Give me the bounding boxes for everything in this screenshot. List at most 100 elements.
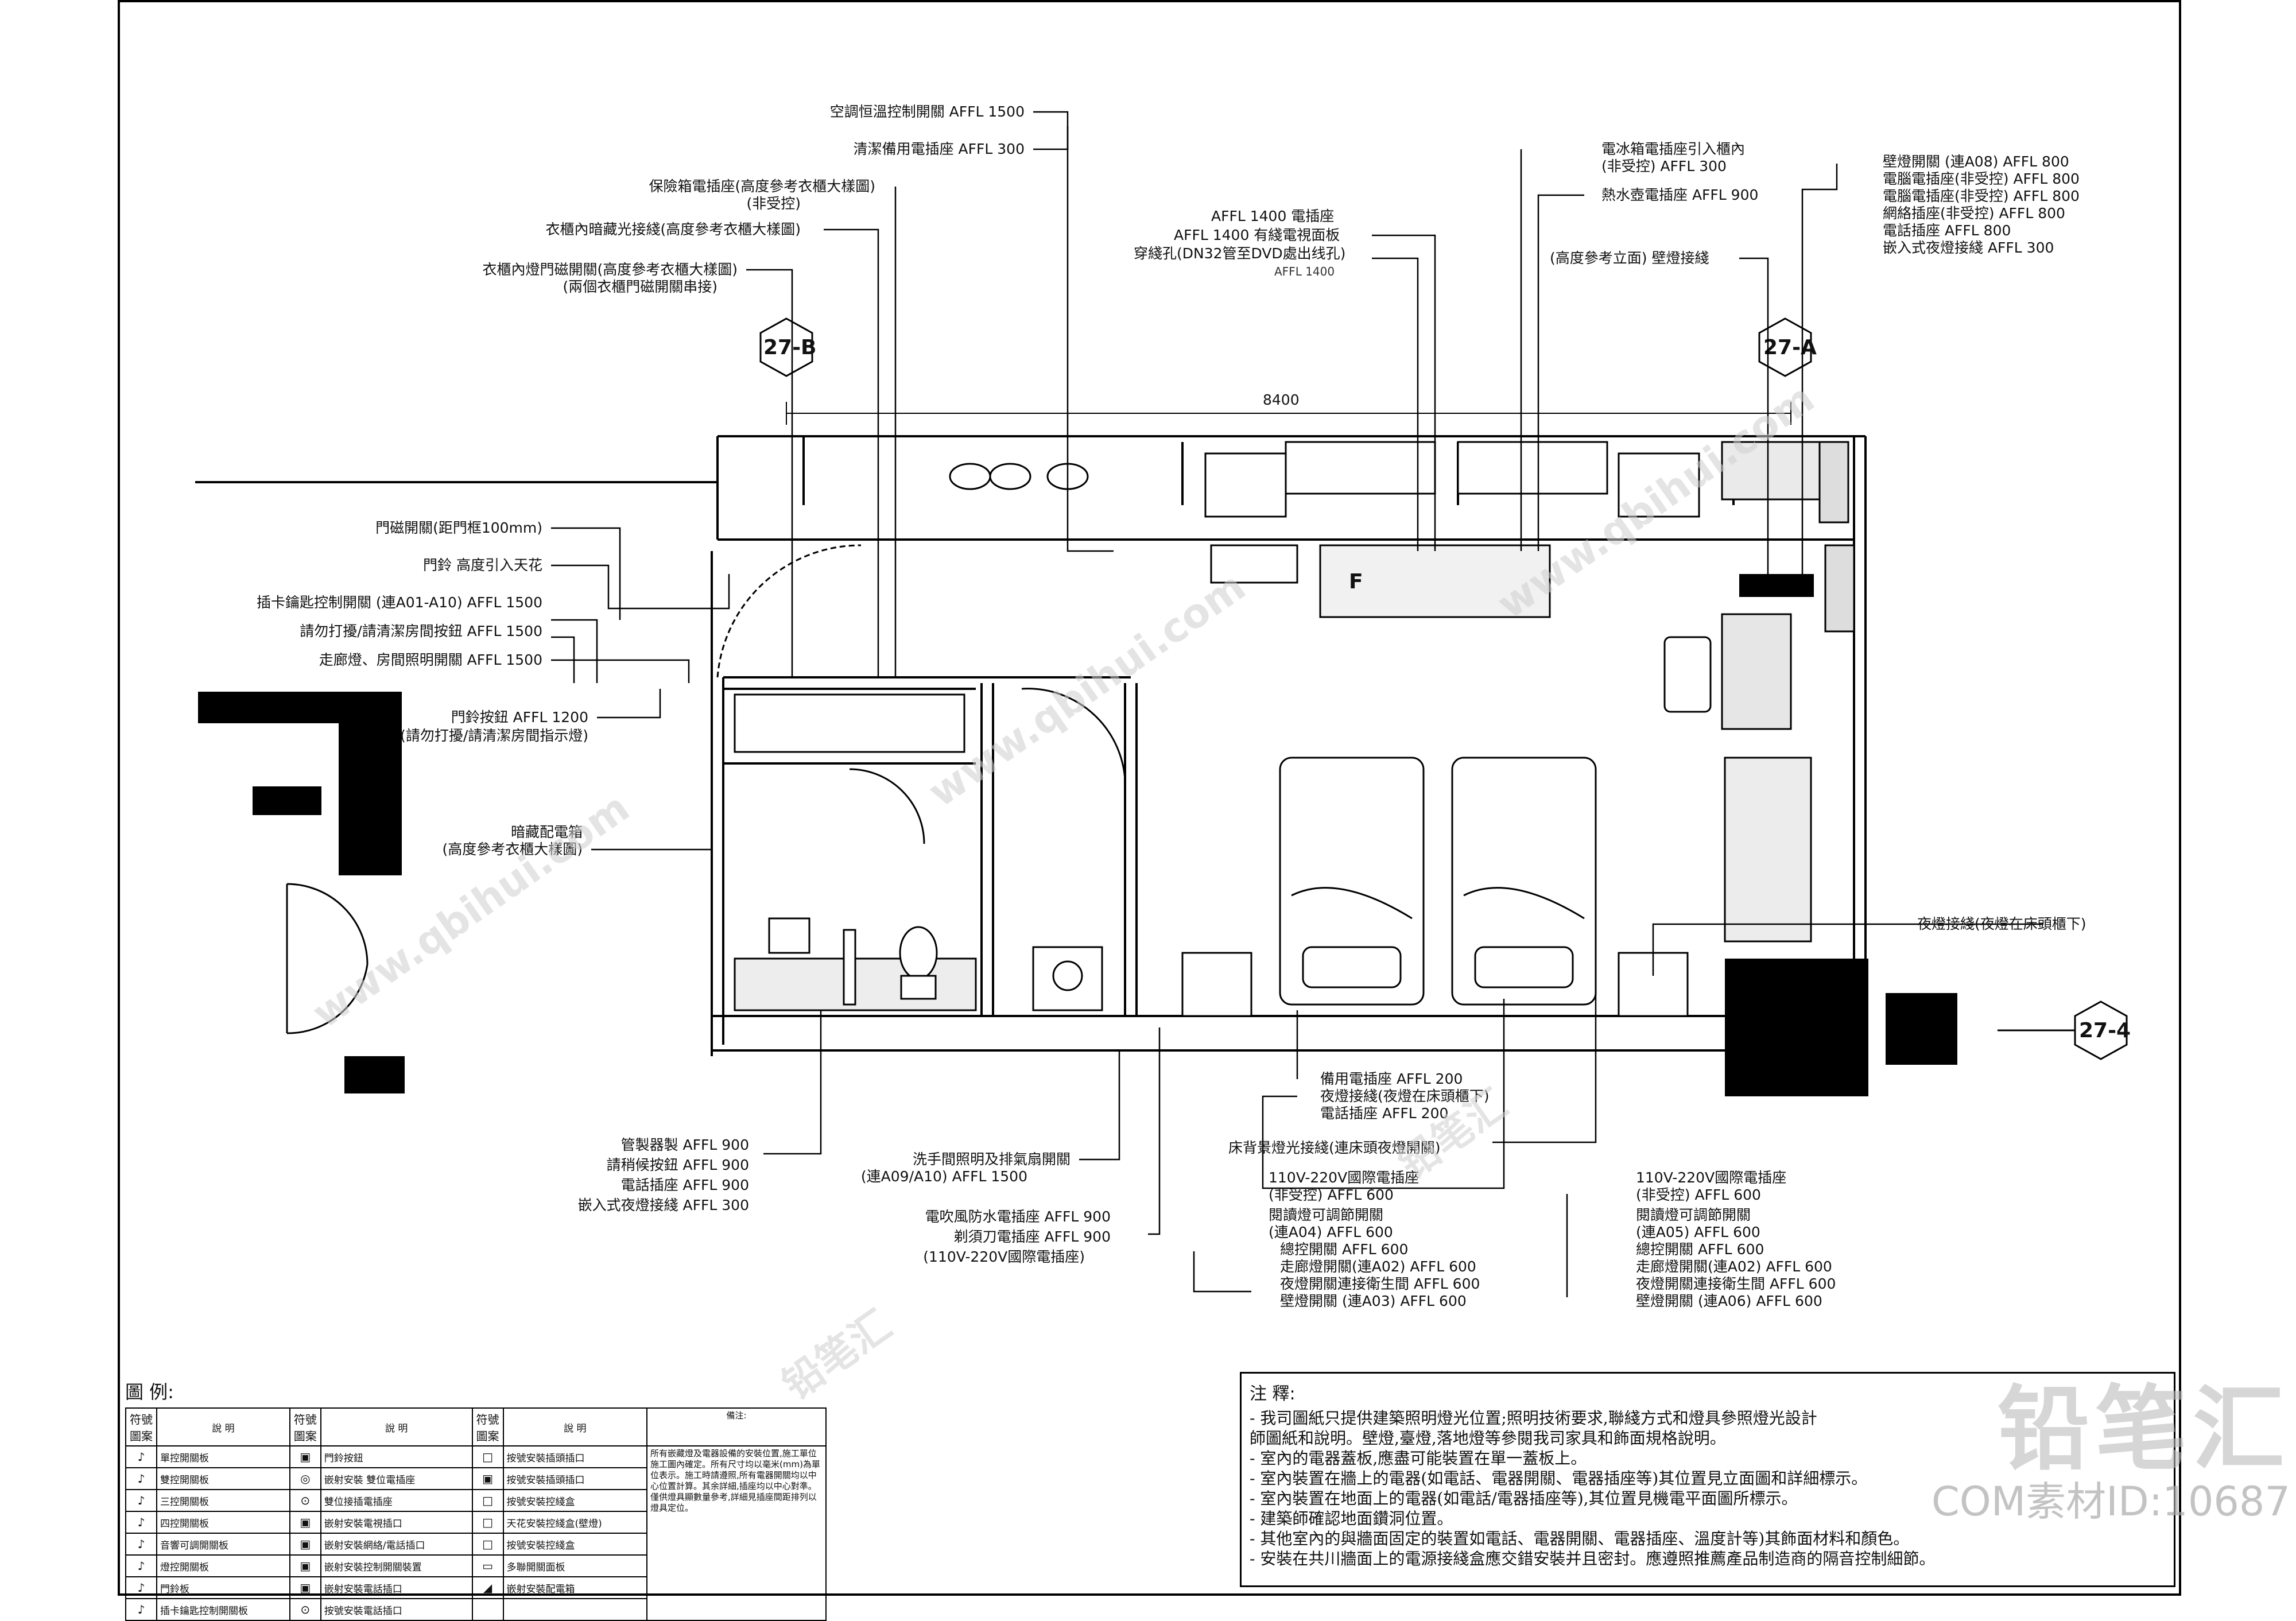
legend-desc: 嵌射安裝配電箱 [502,1576,648,1599]
legend: 圖 例: 符號圖案 說 明 符號圖案 說 明 符號圖案 說 明 備注: ♪ 單控… [125,1378,827,1621]
legend-header: 符號圖案 [289,1407,321,1447]
columns [198,574,1957,1096]
label: 嵌入式夜燈接綫 AFFL 300 [1883,239,2054,256]
legend-symbol: □ [471,1511,504,1534]
notes-line: - 安裝在共川牆面上的電源接綫盒應交錯安裝并且密封。應遵照推薦產品制造商的隔音控… [1250,1549,1936,1568]
legend-symbol: □ [471,1489,504,1512]
legend-row: ♪ 雙控開關板 ◎ 嵌射安裝 雙位電插座 ▣ 按號安裝插頭插口 [125,1467,826,1490]
legend-header: 說 明 [502,1407,648,1447]
label: AFFL 1400 有綫電視面板 [1174,227,1340,243]
notes-line: - 我司圖紙只提供建築照明燈光位置;照明技術要求,聯綫方式和燈具參照燈光設計 [1250,1409,1817,1428]
label: 衣櫃內燈門磁開關(高度參考衣櫃大樣圖) [482,261,738,278]
legend-row: ♪ 燈控開關板 ▣ 嵌射安裝控制開關裝置 ▭ 多聯開關面板 [125,1554,826,1577]
legend-desc: 嵌射安裝網絡/電話插口 [320,1533,473,1556]
legend-symbol: ⊙ [289,1489,321,1512]
label: (高度參考衣櫃大樣圖) [442,841,583,858]
legend-table: 符號圖案 說 明 符號圖案 說 明 符號圖案 說 明 備注: ♪ 單控開關板 ▣… [125,1407,827,1621]
legend-desc: 雙控開關板 [156,1467,290,1490]
label: AFFL 1400 電插座 [1211,208,1334,224]
label: 閱讀燈可調節開關 [1269,1207,1383,1223]
legend-desc: 嵌射安裝電視插口 [320,1511,473,1534]
notes-line: - 室內的電器蓋板,應盡可能裝置在單一蓋板上。 [1250,1449,1587,1468]
legend-header: 說 明 [156,1407,290,1447]
label: 110V-220V國際電插座 [1636,1169,1786,1186]
legend-desc: 燈控開關板 [156,1554,290,1577]
legend-symbol: ♪ [125,1533,157,1556]
label: 總控開關 AFFL 600 [1280,1241,1408,1258]
legend-symbol: ▣ [289,1554,321,1577]
section-tags [759,317,2128,1060]
legend-row: ♪ 單控開關板 ▣ 門鈴按鈕 □ 按號安裝插頭插口 所有嵌藏燈及電器設備的安裝位… [125,1445,827,1621]
notes-line: 師圖紙和說明。壁燈,臺燈,落地燈等參閱我司家具和飾面規格說明。 [1250,1429,1726,1448]
section-tag-274: 27-4 [2079,1019,2131,1042]
labels-top-right: 壁燈開關 (連A08) AFFL 800 電腦電插座(非受控) AFFL 800… [1883,153,2080,256]
notes-line: - 室內裝置在牆上的電器(如電話、電器開關、電器插座等)其位置見立面圖和詳細標示… [1250,1469,1868,1488]
legend-desc: 天花安裝控綫盒(壁燈) [502,1511,648,1534]
label: (連A09/A10) AFFL 1500 [861,1168,1027,1185]
legend-symbol: ▣ [471,1467,504,1490]
legend-symbol: ▭ [471,1554,504,1577]
legend-header: 說 明 [320,1407,473,1447]
label: (非受控) AFFL 600 [1269,1186,1394,1203]
label: 門鈴 高度引入天花 [423,557,542,573]
legend-desc: 四控開關板 [156,1511,290,1534]
label: (非受控) AFFL 300 [1601,158,1727,174]
label: 嵌入式夜燈接綫 AFFL 300 [578,1197,749,1213]
label: 走廊燈開關(連A02) AFFL 600 [1636,1258,1832,1275]
label: 保險箱電插座(高度參考衣櫃大樣圖) [649,178,875,195]
legend-desc: 雙位接插電插座 [320,1489,473,1512]
label: 夜燈開關連接衛生間 AFFL 600 [1636,1275,1836,1292]
legend-symbol: ▣ [289,1445,321,1468]
legend-desc [502,1598,648,1621]
labels-bed-left: 110V-220V國際電插座 (非受控) AFFL 600 閱讀燈可調節開關 (… [1269,1169,1480,1309]
legend-header-row: 符號圖案 說 明 符號圖案 說 明 符號圖案 說 明 備注: [125,1407,827,1447]
room-letter: F [1349,570,1363,594]
legend-header: 備注: [646,1407,827,1447]
dimension-text: 8400 [1263,391,1300,408]
legend-symbol: □ [471,1445,504,1468]
legend-desc: 按號安裝控綫盒 [502,1533,648,1556]
legend-symbol: ▣ [289,1511,321,1534]
label: AFFL 1400 [1274,265,1335,278]
dimension-line [786,402,1791,425]
label: 網絡插座(非受控) AFFL 800 [1883,205,2065,222]
legend-row: ♪ 門鈴板 ▣ 嵌射安裝電話插口 ◢ 嵌射安裝配電箱 [125,1576,826,1599]
label: 請稍候按鈕 AFFL 900 [607,1157,749,1173]
legend-symbol: ♪ [125,1489,157,1512]
legend-symbol [471,1598,504,1621]
label: 電吹風防水電插座 AFFL 900 [925,1208,1111,1225]
legend-desc: 三控開關板 [156,1489,290,1512]
labels-top-right-center: 電冰箱電插座引入櫃內 (非受控) AFFL 300 熱水壺電插座 AFFL 90… [1550,141,1758,266]
label: 夜燈開關連接衛生間 AFFL 600 [1280,1275,1480,1292]
label: 總控開關 AFFL 600 [1636,1241,1764,1258]
beds [1279,757,1597,1006]
legend-desc: 單控開關板 [156,1445,290,1468]
label: 電腦電插座(非受控) AFFL 800 [1883,188,2080,204]
legend-note: 所有嵌藏燈及電器設備的安裝位置,施工單位施工圖內確定。所有尺寸均以毫米(mm)為… [646,1445,827,1621]
legend-header: 符號圖案 [471,1407,504,1447]
label: 壁燈開關 (連A03) AFFL 600 [1280,1293,1467,1309]
label: 清潔備用電插座 AFFL 300 [854,141,1025,157]
legend-desc: 按號安裝插頭插口 [502,1467,648,1490]
label: 洗手間照明及排氣扇開關 [913,1151,1071,1168]
legend-row: ♪ 三控開關板 ⊙ 雙位接插電插座 □ 按號安裝控綫盒 [125,1489,826,1512]
drawing-frame [118,0,2181,1596]
label: 走廊燈、房間照明開關 AFFL 1500 [319,651,542,668]
label: 電話插座 AFFL 800 [1883,222,2011,239]
label: 請勿打擾/請清潔房間按鈕 AFFL 1500 [300,623,542,639]
legend-desc: 嵌射安裝 雙位電插座 [320,1467,473,1490]
legend-row: ♪ 四控開關板 ▣ 嵌射安裝電視插口 □ 天花安裝控綫盒(壁燈) [125,1511,826,1534]
labels-bottom-center: 備用電插座 AFFL 200 夜燈接綫(夜燈在床頭櫃下) 電話插座 AFFL 2… [1228,1071,1490,1156]
legend-title: 圖 例: [125,1381,174,1403]
legend-desc: 音響可調開關板 [156,1533,290,1556]
label: (兩個衣櫃門磁開關串接) [563,278,718,295]
label: (連A05) AFFL 600 [1636,1224,1760,1240]
label: 電腦電插座(非受控) AFFL 800 [1883,170,2080,187]
label: 衣櫃內暗藏光接綫(高度參考衣櫃大樣圖) [545,221,801,238]
label: 電話插座 AFFL 900 [621,1177,749,1193]
legend-desc: 門鈴按鈕 [320,1445,473,1468]
label: 電冰箱電插座引入櫃內 [1601,141,1745,157]
label: 電話插座 AFFL 200 [1320,1105,1448,1122]
label: 壁燈開關 (連A06) AFFL 600 [1636,1293,1822,1309]
